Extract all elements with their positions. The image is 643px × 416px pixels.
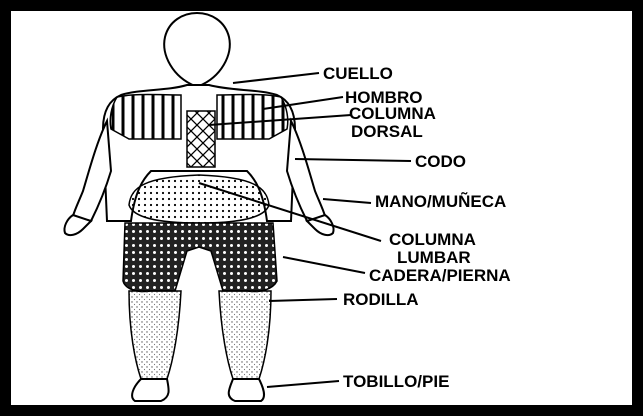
- label-ankle-foot: TOBILLO/PIE: [343, 372, 449, 391]
- label-lumbar-1: COLUMNA: [389, 230, 476, 249]
- label-hand-wrist: MANO/MUÑECA: [375, 191, 506, 211]
- right-arm: [287, 121, 325, 221]
- label-neck: CUELLO: [323, 64, 393, 83]
- label-elbow: CODO: [415, 152, 466, 171]
- left-lower-leg: [129, 291, 181, 379]
- label-dorsal-2: DORSAL: [351, 122, 423, 141]
- shoulder-area: [110, 95, 181, 140]
- right-foot: [229, 379, 264, 401]
- label-lumbar-2: LUMBAR: [397, 248, 471, 267]
- shoulder-area-right: [217, 95, 288, 140]
- left-arm: [73, 121, 111, 221]
- label-dorsal-1: COLUMNA: [349, 104, 436, 123]
- hip-leg-area: [123, 223, 277, 292]
- right-lower-leg: [219, 291, 271, 379]
- body-diagram: CUELLO HOMBRO COLUMNA DORSAL CODO MANO/M…: [11, 11, 632, 405]
- label-knee: RODILLA: [343, 290, 419, 309]
- left-foot: [132, 379, 169, 401]
- label-hip-leg: CADERA/PIERNA: [369, 266, 511, 285]
- dorsal-spine-area: [187, 111, 215, 167]
- head: [164, 13, 230, 86]
- body-diagram-frame: CUELLO HOMBRO COLUMNA DORSAL CODO MANO/M…: [8, 8, 635, 408]
